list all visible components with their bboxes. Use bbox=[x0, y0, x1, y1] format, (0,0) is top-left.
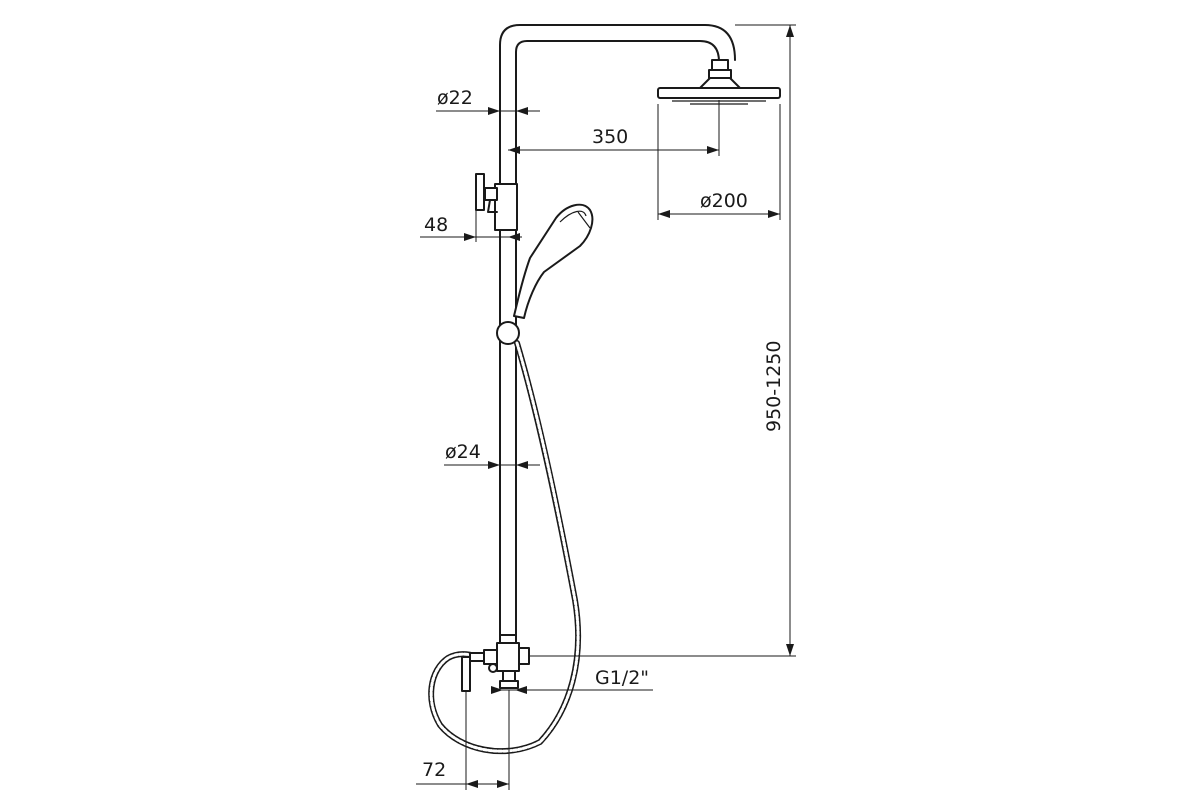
dimension-head-diameter: ø200 bbox=[657, 104, 781, 220]
dimension-label-arm-reach: 350 bbox=[592, 126, 628, 148]
dimension-riser-diameter: ø22 bbox=[436, 87, 540, 115]
slider-ball bbox=[496, 321, 520, 345]
dimension-label-riser-diameter: ø22 bbox=[437, 87, 473, 109]
shower-head bbox=[657, 59, 781, 105]
wall-bracket bbox=[475, 173, 518, 231]
hand-shower bbox=[513, 203, 594, 319]
dimension-inlet-thread: G1/2" bbox=[491, 667, 653, 694]
dimension-inlet-offset: 72 bbox=[416, 690, 510, 790]
dimension-label-inlet-offset: 72 bbox=[422, 759, 446, 781]
diverter-valve bbox=[461, 634, 530, 692]
shower-hose bbox=[428, 340, 582, 755]
dimension-label-head-diameter: ø200 bbox=[700, 190, 748, 212]
dimension-slider-offset: 48 bbox=[420, 210, 522, 242]
dimension-total-height: 950-1250 bbox=[529, 24, 796, 657]
dimension-arm-reach: 350 bbox=[508, 100, 720, 156]
dimension-label-total-height: 950-1250 bbox=[763, 341, 785, 432]
dimension-label-inlet-thread: G1/2" bbox=[595, 667, 649, 689]
riser-pipe bbox=[499, 24, 736, 641]
dimension-lower-diameter: ø24 bbox=[444, 441, 540, 469]
dimension-label-lower-diameter: ø24 bbox=[445, 441, 481, 463]
dimension-label-slider-offset: 48 bbox=[424, 214, 448, 236]
